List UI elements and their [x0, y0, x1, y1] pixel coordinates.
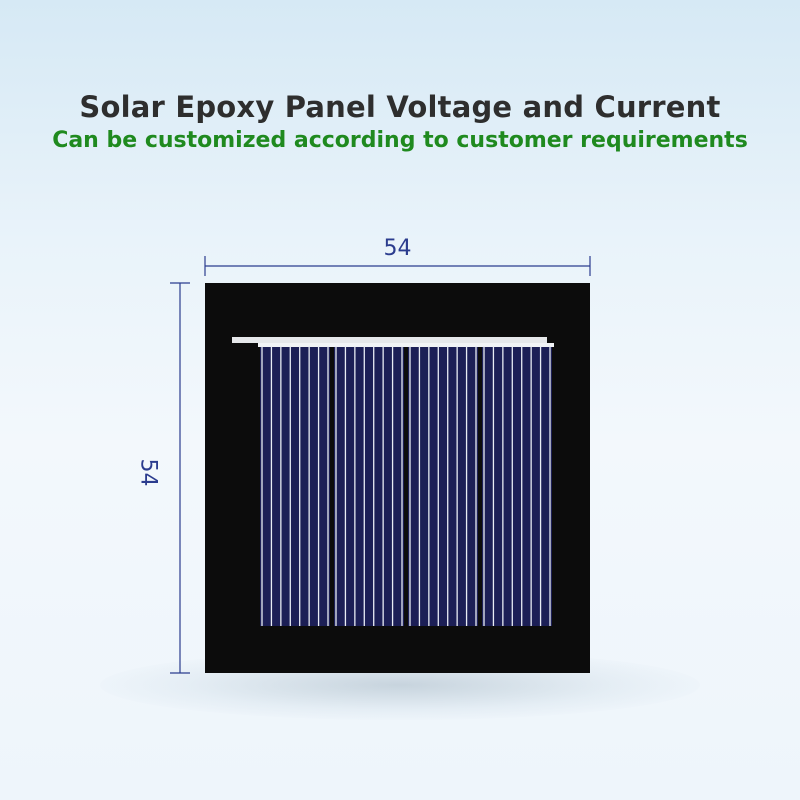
cell-busbar	[332, 343, 406, 347]
solar-cell	[408, 346, 478, 626]
solar-cell	[260, 346, 330, 626]
solar-panel-cells	[232, 337, 554, 626]
height-dimension-label: 54	[135, 458, 161, 487]
cell-busbar	[480, 343, 554, 347]
solar-cell	[334, 346, 404, 626]
width-dimension-label: 54	[383, 236, 412, 261]
solar-cell	[482, 346, 552, 626]
page-title: Solar Epoxy Panel Voltage and Current	[79, 90, 721, 124]
busbar-strip	[232, 337, 547, 343]
page-subtitle: Can be customized according to customer …	[52, 128, 748, 153]
solar-panel	[205, 283, 590, 673]
cell-busbar	[258, 343, 332, 347]
cell-busbar	[406, 343, 480, 347]
